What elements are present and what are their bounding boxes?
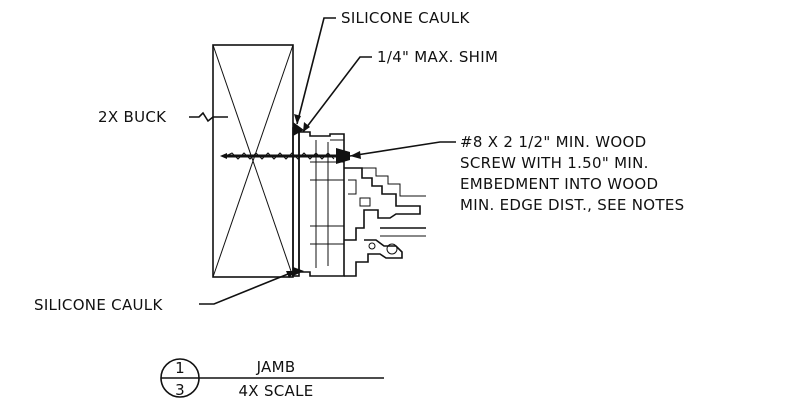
label-screw-line-3: EMBEDMENT INTO WOOD (460, 175, 658, 193)
wood-buck (212, 44, 294, 278)
label-silicone-caulk-bottom: SILICONE CAULK (34, 296, 163, 314)
window-frame-profile (298, 131, 426, 277)
leader-screw (349, 141, 456, 159)
detail-tag: 1 3 JAMB 4X SCALE (160, 358, 384, 400)
wood-screw (220, 148, 350, 164)
label-screw-line-4: MIN. EDGE DIST., SEE NOTES (460, 196, 684, 214)
leader-buck (189, 111, 228, 123)
detail-title: JAMB (256, 358, 296, 376)
label-2x-buck: 2X BUCK (98, 108, 167, 126)
shim (292, 127, 300, 277)
label-screw-line-2: SCREW WITH 1.50" MIN. (460, 154, 649, 172)
detail-scale: 4X SCALE (238, 382, 313, 400)
label-silicone-caulk-top: SILICONE CAULK (341, 9, 470, 27)
label-max-shim: 1/4" MAX. SHIM (377, 48, 498, 66)
detail-sheet-number: 3 (175, 381, 185, 399)
leader-caulk-bottom (199, 271, 296, 305)
leader-caulk-top (294, 17, 336, 125)
label-screw-line-1: #8 X 2 1/2" MIN. WOOD (460, 133, 646, 151)
caulk-bead-top (293, 122, 304, 136)
leader-shim (302, 56, 372, 133)
detail-number: 1 (175, 359, 185, 377)
